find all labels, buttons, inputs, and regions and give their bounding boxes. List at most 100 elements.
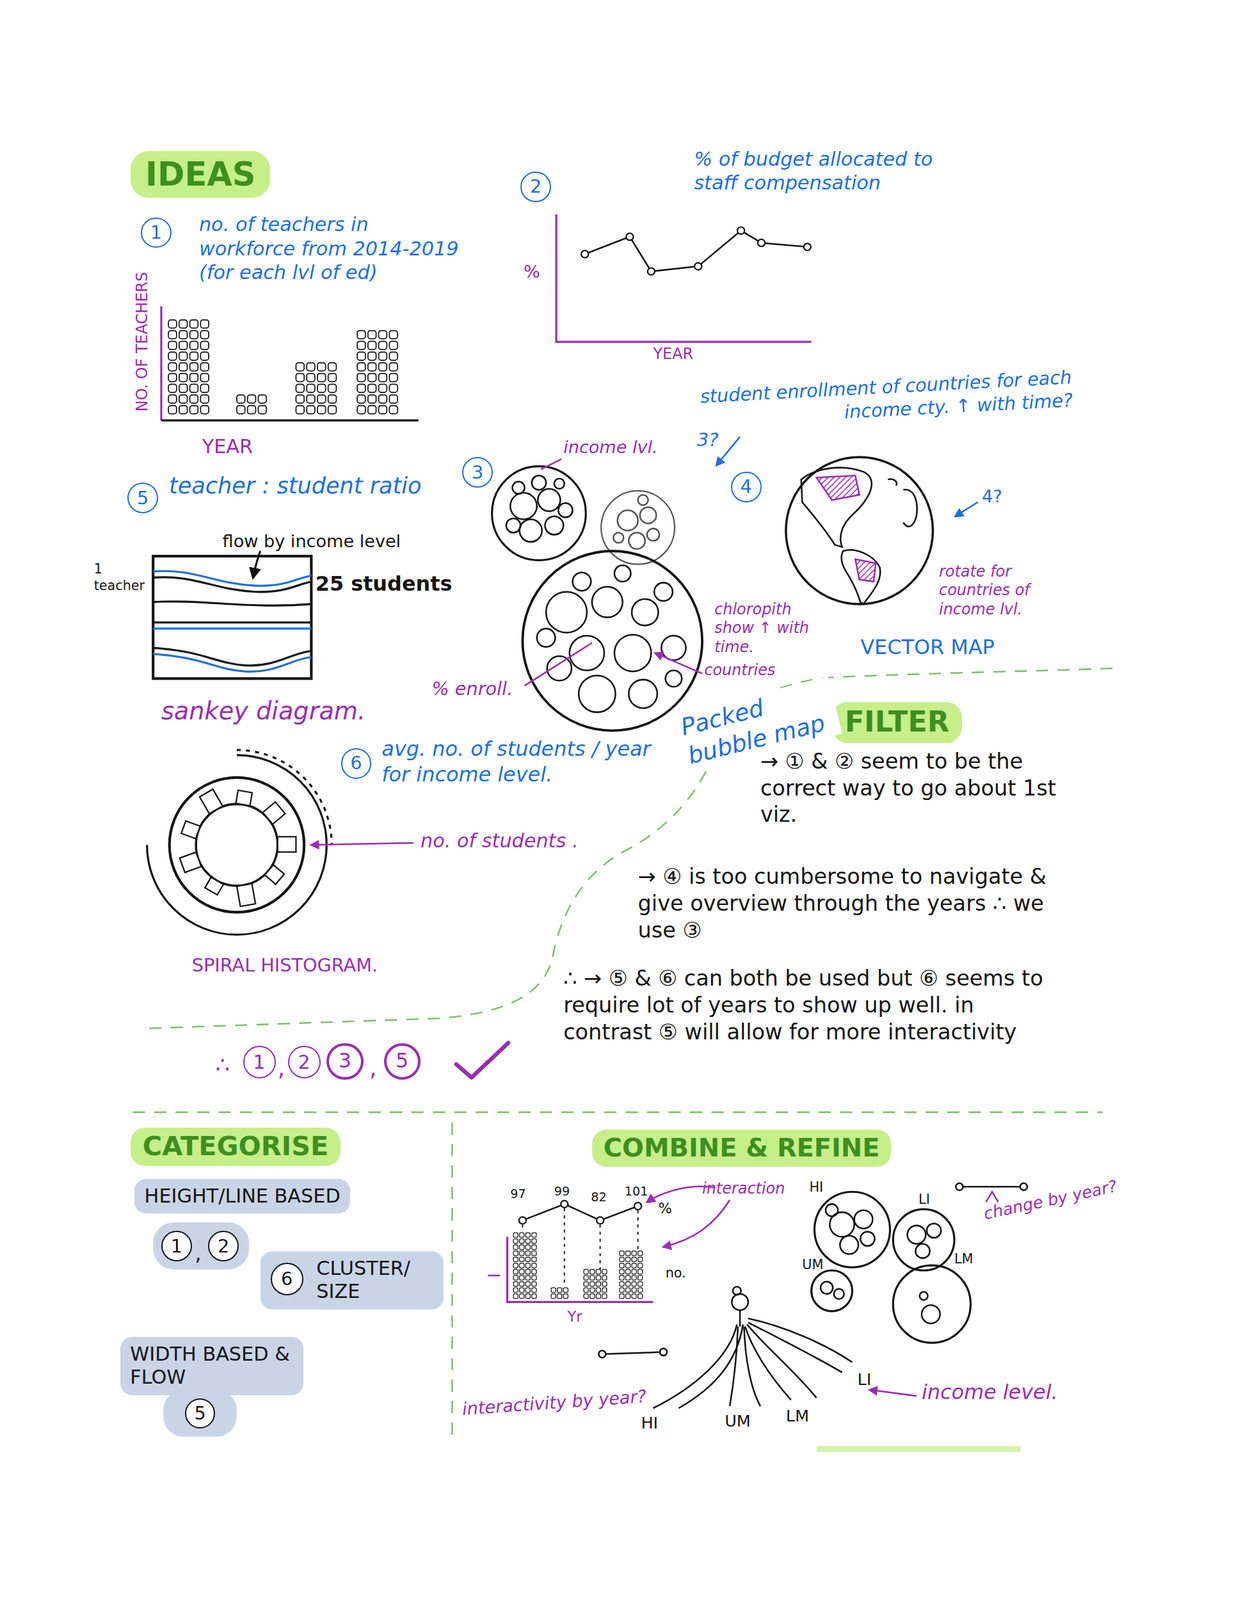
note-text: rotate for countries of income lvl. [939,562,1036,621]
sketch-stroke [601,490,675,565]
section-heading: CATEGORISE [130,1127,341,1167]
callout-number: 5 [384,1043,421,1080]
sketch-stroke [678,1324,743,1409]
node-text: 1 [170,1237,183,1256]
waffle-square [389,373,398,383]
waffle-square [602,1294,607,1299]
note-text: LM [786,1406,810,1427]
sketch-stroke [757,239,765,247]
sketch-stroke [825,1203,838,1217]
note-text: avg. no. of students / year for income l… [381,736,673,788]
sketch-stroke [519,519,543,543]
sketch-stroke [592,586,623,618]
chart-axes [161,305,419,421]
waffle-square [357,373,366,383]
waffle-square [295,394,305,404]
note-text: teacher : student ratio [161,471,422,500]
waffle-square [389,394,398,404]
sketch-stroke [169,777,305,913]
waffle-square [190,320,199,329]
waffle-square [519,1251,525,1256]
sketch-stroke [599,1224,602,1270]
sketch-stroke [613,532,624,543]
waffle-square [631,1294,637,1299]
packed-bubbles [492,466,703,731]
waffle-square [531,1263,537,1269]
callout-number: 3 [462,457,493,488]
sketch-stroke [614,634,651,672]
waffle-square [525,1269,530,1274]
sketch-stroke [506,518,521,533]
waffle-square [317,405,326,415]
note-text: LM [954,1251,973,1269]
waffle-square [531,1282,537,1287]
node-text: HEIGHT/LINE BASED [144,1184,341,1208]
waffle-square [583,1269,589,1274]
sketch-stroke [820,1282,833,1295]
sketch-stroke [522,551,703,731]
sketch-stroke [132,1111,1103,1114]
sketch-stroke [801,467,872,548]
note-text: change by year? [981,1176,1119,1225]
sketch-stroke [694,263,702,271]
waffle-square [190,405,199,415]
sketch-stroke [634,1202,642,1210]
sketch-stroke [743,1326,761,1407]
waffle-square [513,1257,518,1262]
waffle-square [625,1282,630,1287]
waffle-square [357,341,366,350]
waffle-square [378,394,388,404]
sketch-stroke [640,506,657,524]
callout-number: 4 [730,471,762,503]
sketch-stroke [614,565,632,582]
sketch-stroke [487,1275,500,1277]
spiral-histogram [147,750,414,936]
sketch-stroke [510,492,537,520]
waffle-square [531,1287,537,1293]
node-text: 2 [217,1237,230,1256]
waffle-square [631,1282,637,1287]
waffle-square [389,384,398,393]
sketch-stroke [748,1318,853,1363]
note-text: no. [665,1265,687,1283]
category-box: HEIGHT/LINE BASED [134,1179,350,1215]
node-text: 3 [471,463,484,482]
waffle-square [590,1294,595,1299]
sketch-stroke [654,582,673,602]
waffle-square [595,1287,601,1293]
waffle-square [557,1287,562,1293]
waffle-square [378,405,388,415]
sketch-stroke [531,475,546,490]
divider-lines [132,668,1113,1439]
waffle-square [190,362,199,372]
waffle-square [295,405,305,415]
waffle-square [531,1232,537,1238]
waffle-square [625,1257,630,1262]
note-text: % of budget allocated to staff compensat… [693,147,960,196]
waffle-square [525,1294,530,1299]
callout-number: 3 [326,1043,363,1080]
note-text: sankey diagram. [161,695,366,727]
waffle-square [168,384,177,393]
waffle-square [200,384,209,393]
waffle-square [519,1269,525,1274]
waffle-square [525,1257,530,1262]
sketch-stroke [647,528,660,541]
waffle-square [525,1282,530,1287]
waffle-square [638,1263,643,1269]
waffle-square [519,1282,525,1287]
node-text: 5 [136,489,149,508]
node-text: IDEAS [145,154,256,194]
waffle-square [513,1269,518,1274]
waffle-square [168,405,177,415]
callout-number: 6 [341,748,372,779]
waffle-square [378,341,388,350]
waffle-square [519,1239,525,1244]
sketch-stroke [519,1200,642,1225]
sketch-stroke [653,1324,738,1409]
waffle-square [368,384,377,393]
note-text: student enrollment of countries for each… [693,366,1074,433]
waffle-square [368,405,377,415]
combined-chart [487,1186,730,1303]
sketch-stroke [556,214,812,342]
